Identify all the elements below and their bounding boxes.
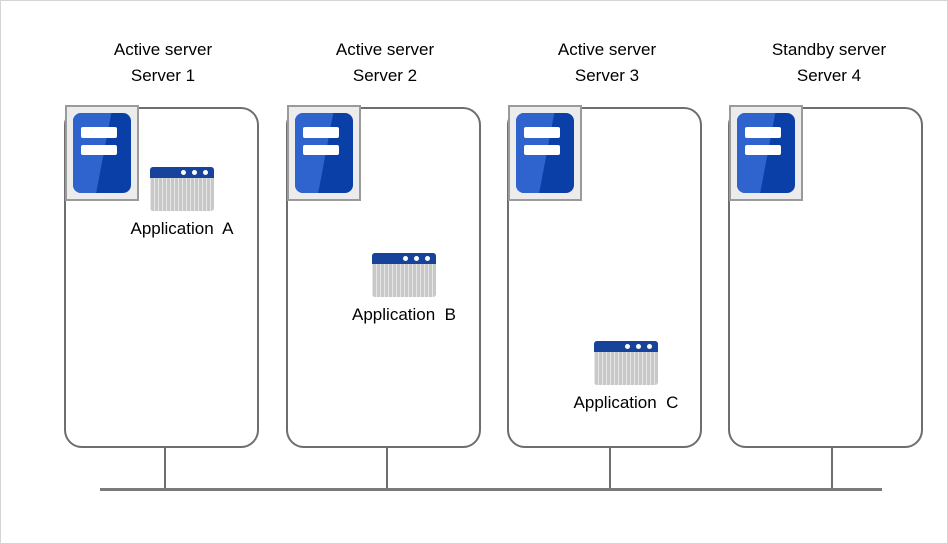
application-window-icon-2 (372, 253, 436, 297)
application-window-body-3 (594, 352, 658, 385)
server-caption-4: Standby server Server 4 (703, 37, 947, 89)
server-icon-bar-bottom-1 (81, 145, 118, 156)
application-label-2: Application B (352, 305, 456, 324)
server-icon-body-1 (73, 113, 131, 193)
server-icon-4 (729, 105, 803, 201)
server-bus-connector-3 (609, 448, 611, 489)
server-column-2: Active server Server 2 (259, 1, 511, 543)
application-titlebar-dot-1c (203, 170, 208, 175)
server-name-label-2: Server 2 (352, 66, 418, 85)
application-node-1[interactable]: Application A (97, 167, 267, 240)
application-window-body-2 (372, 264, 436, 297)
server-name-label-1: Server 1 (130, 66, 196, 85)
application-titlebar-dot-2c (425, 256, 430, 261)
application-titlebar-dot-3c (647, 344, 652, 349)
server-icon-bar-top-3 (524, 127, 561, 138)
server-caption-3: Active server Server 3 (481, 37, 733, 89)
server-role-label-2: Active server (335, 40, 435, 59)
server-icon-3 (508, 105, 582, 201)
server-name-label-4: Server 4 (796, 66, 862, 85)
server-icon-bar-bottom-3 (524, 145, 561, 156)
application-window-icon-3 (594, 341, 658, 385)
server-icon-bar-bottom-2 (303, 145, 340, 156)
server-column-3: Active server Server 3 (481, 1, 733, 543)
server-icon-2 (287, 105, 361, 201)
server-icon-bar-top-2 (303, 127, 340, 138)
server-bus-connector-4 (831, 448, 833, 489)
server-name-label-3: Server 3 (574, 66, 640, 85)
server-role-label-4: Standby server (771, 40, 887, 59)
application-titlebar-dot-3a (625, 344, 630, 349)
application-titlebar-dot-1b (192, 170, 197, 175)
server-icon-body-4 (737, 113, 795, 193)
application-titlebar-dot-1a (181, 170, 186, 175)
server-icon-bar-bottom-4 (745, 145, 782, 156)
server-caption-1: Active server Server 1 (37, 37, 289, 89)
application-titlebar-dot-2a (403, 256, 408, 261)
server-icon-1 (65, 105, 139, 201)
application-label-3: Application C (573, 393, 679, 412)
server-icon-bar-top-1 (81, 127, 118, 138)
network-bus-line (100, 488, 882, 491)
server-icon-bar-top-4 (745, 127, 782, 138)
application-node-3[interactable]: Application C (541, 341, 711, 414)
server-role-label-3: Active server (557, 40, 657, 59)
server-bus-connector-2 (386, 448, 388, 489)
application-node-2[interactable]: Application B (319, 253, 489, 326)
server-column-1: Active server Server 1 (37, 1, 289, 543)
server-icon-body-3 (516, 113, 574, 193)
server-icon-body-2 (295, 113, 353, 193)
server-column-4: Standby server Server 4 (703, 1, 947, 543)
server-role-label-1: Active server (113, 40, 213, 59)
server-caption-2: Active server Server 2 (259, 37, 511, 89)
application-titlebar-dot-2b (414, 256, 419, 261)
application-titlebar-dot-3b (636, 344, 641, 349)
application-label-1: Application A (130, 219, 234, 238)
application-window-icon-1 (150, 167, 214, 211)
application-window-body-1 (150, 178, 214, 211)
server-bus-connector-1 (164, 448, 166, 489)
